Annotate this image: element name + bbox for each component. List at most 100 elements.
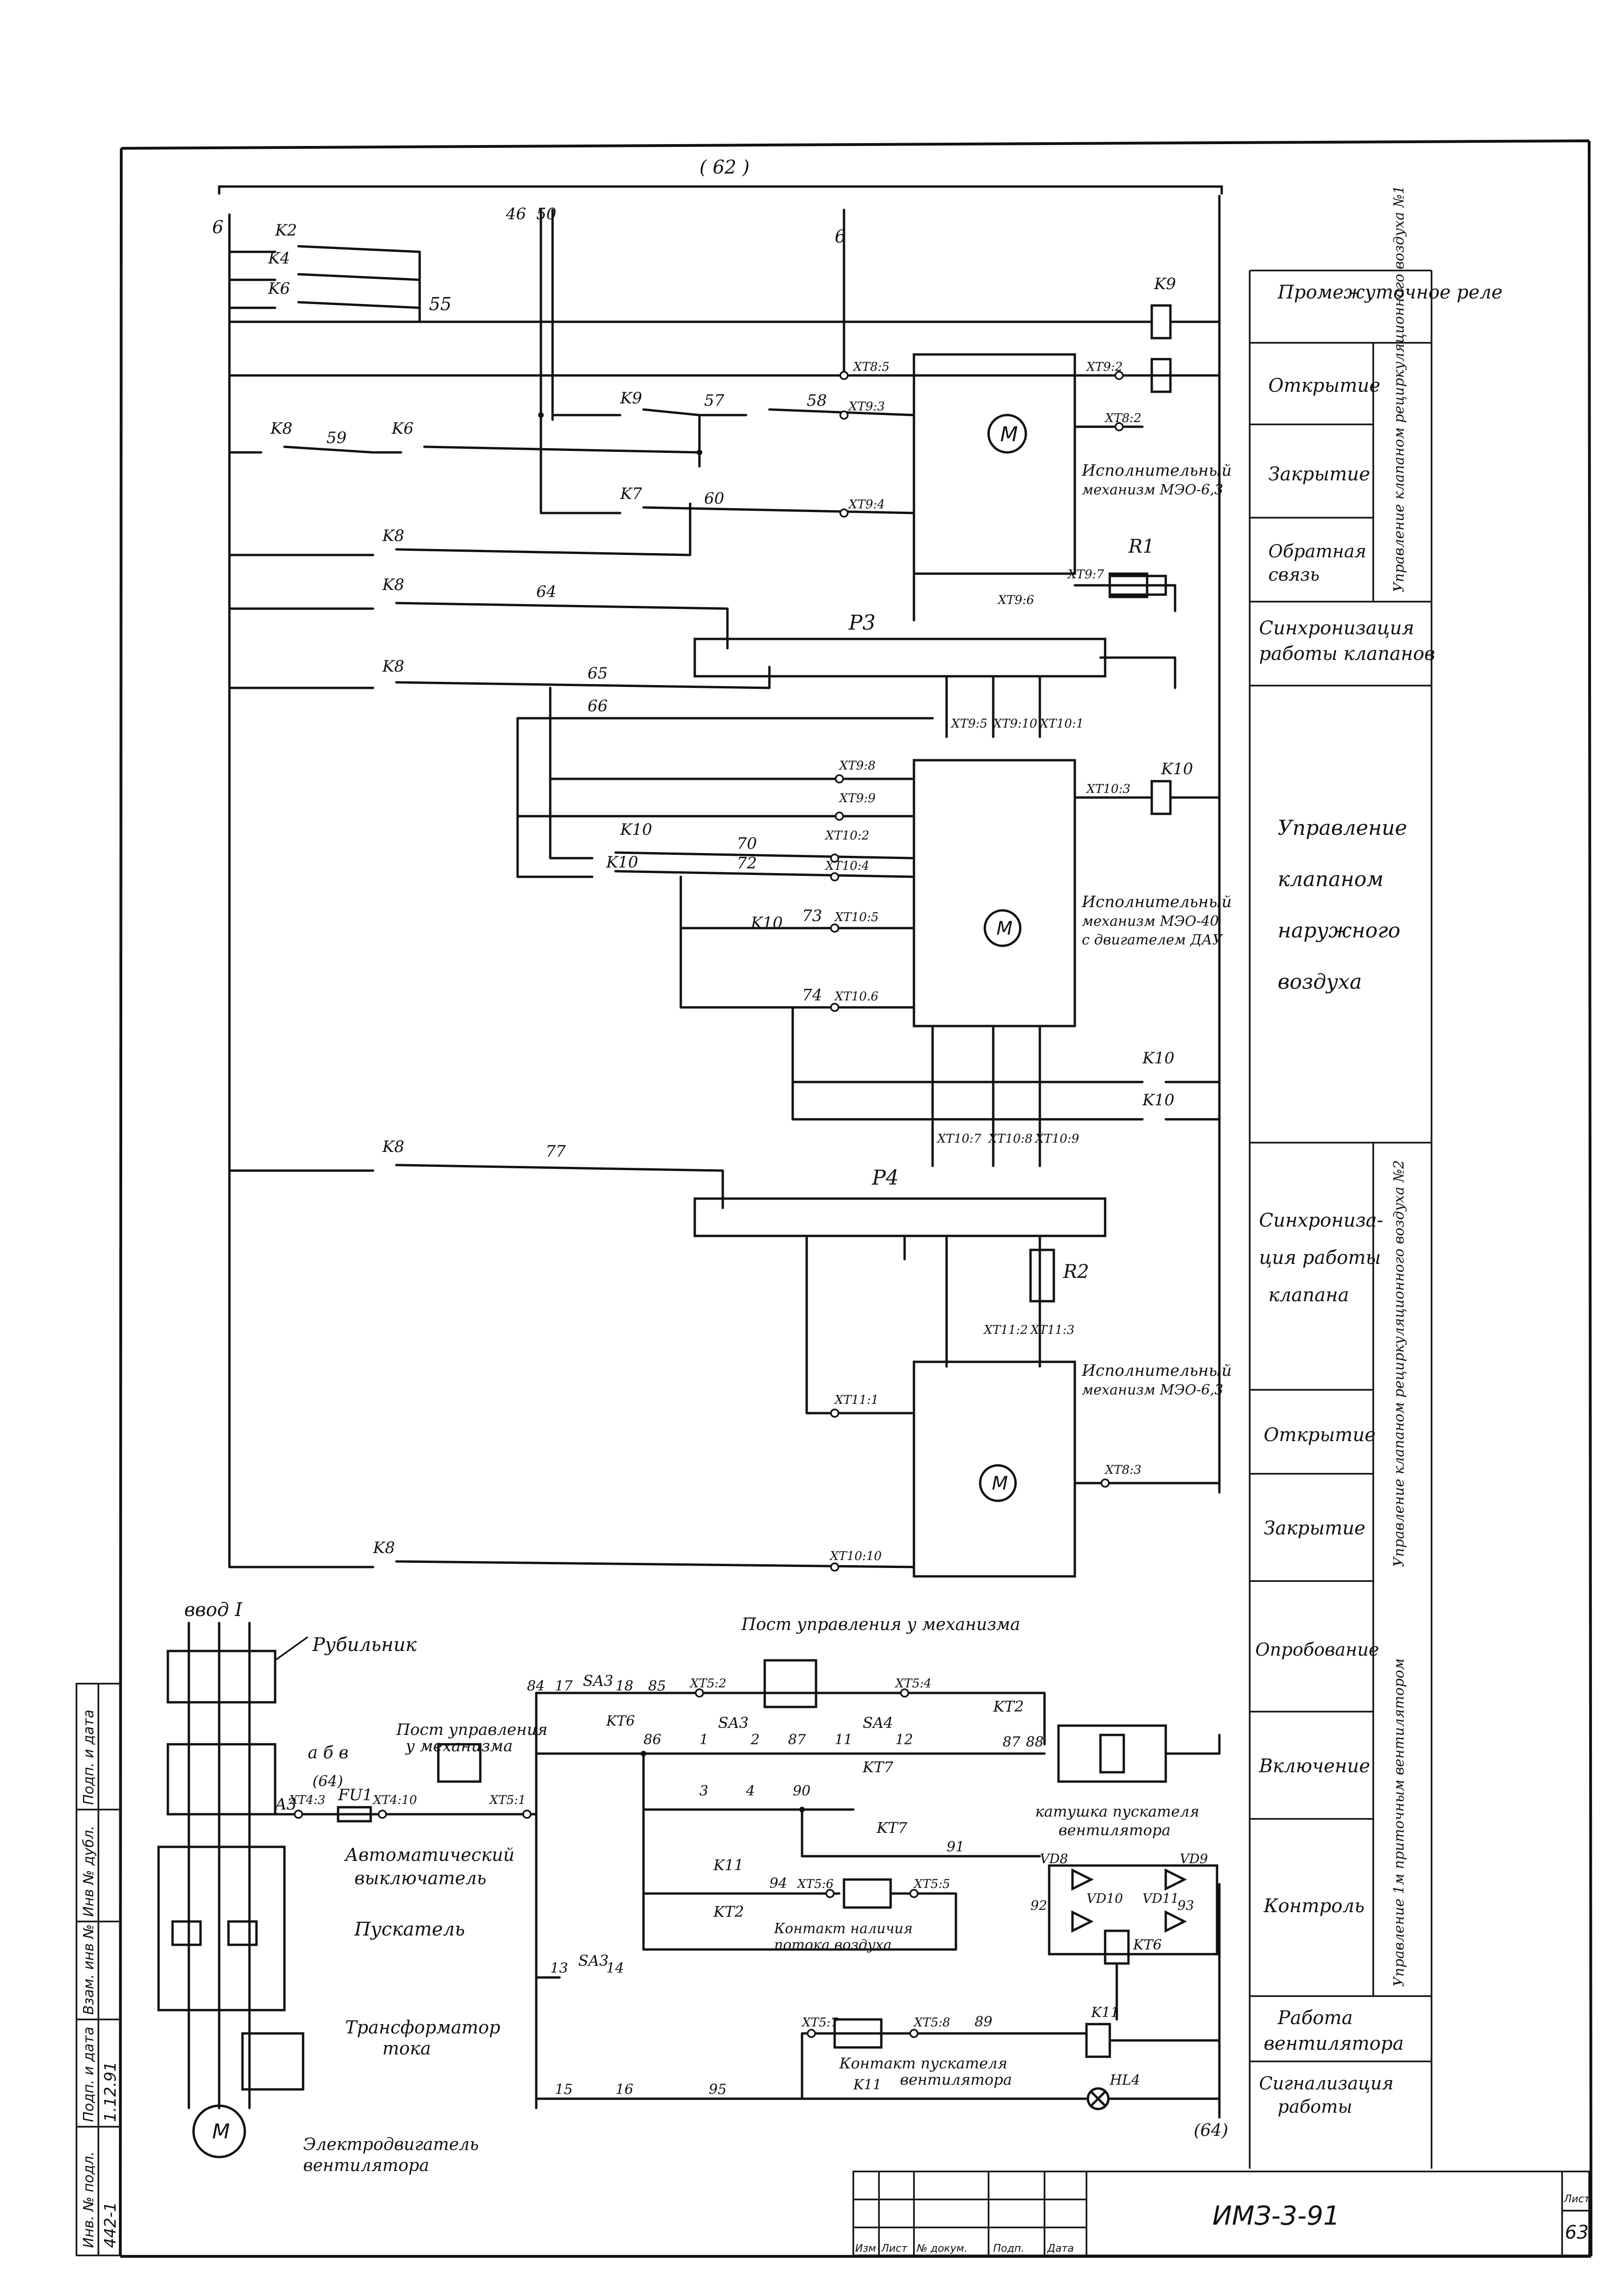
r2-label: R2 [1063,1261,1089,1283]
wire-58: 58 [807,391,827,410]
relay-k10-e: K10 [1142,1091,1175,1110]
term-xt5-8: XT5:8 [913,2016,950,2030]
n64-label: (64) [312,1772,343,1790]
wire-60: 60 [704,489,724,508]
stamp-inv: Инв. № подл. [81,2151,97,2248]
r1-label: R1 [1128,536,1155,557]
actuator-2-c: с двигателем ДАУ [1082,932,1224,948]
term-xt9-5: XT9:5 [950,717,988,731]
p4-label: P4 [872,1166,899,1190]
transform-a: Трансформатор [345,2017,500,2038]
actuator-2-a: Исполнительный [1081,893,1232,911]
wire-84: 84 [527,1678,545,1694]
rubilnik-label: Рубильник [312,1634,417,1656]
rc-on: Включение [1259,1755,1370,1777]
relay-k8-d: K8 [382,1138,404,1156]
stamp-dubl: Инв № дубл. [81,1825,97,1917]
wire-66: 66 [588,697,608,715]
rc-close-1: Закрытие [1268,464,1370,485]
rc-sync2-b: ция работы [1259,1247,1381,1269]
sa3-top: SA3 [583,1672,613,1690]
a3-label: A3 [274,1795,297,1814]
stamp-sign2: Подп. и дата [81,1710,97,1805]
wire-88: 87 [1003,1734,1021,1750]
wire-94: 94 [769,1875,787,1892]
rc-sync-a: Синхронизация [1259,617,1414,639]
rc-group-3: Управление 1м приточным вентилятором [1391,1658,1407,1987]
rc-outdoor-a: Управление [1278,816,1407,840]
relay-k8-59: K8 [270,419,292,438]
wire-86: 86 [643,1732,661,1748]
stamp-date: 1.12.91 [101,2061,120,2122]
wire-18: 18 [616,1678,633,1694]
term-xt9-2: XT9:2 [1086,360,1123,374]
term-xt11-3: XT11:3 [1030,1323,1074,1337]
relay-k10-b: K10 [606,853,638,872]
term-xt4-10: XT4:10 [372,1793,417,1807]
right-function-column: Промежуточное реле Открытие Закрытие Обр… [1249,185,1502,2169]
term-xt9-7: XT9:7 [1067,568,1104,582]
actuator-3-b: механизм МЭО-6,3 [1082,1382,1223,1398]
wire-78: 77 [546,1142,566,1161]
relay-k9-contact: K9 [620,389,642,408]
wire-70: 70 [737,834,757,853]
tb-code: ИМЗ-3-91 [1212,2201,1340,2231]
wire-95: 95 [709,2081,726,2098]
wire-64: 64 [536,583,556,601]
term-xt11-2: XT11:2 [983,1323,1028,1337]
term-xt9-8: XT9:8 [838,759,876,773]
wire-73: 73 [802,907,822,925]
stamp-vzam: Взам. инв № [81,1924,97,2015]
term-xt10-7: XT10:7 [936,1132,982,1146]
tb-col-doc: № докум. [916,2243,967,2254]
rc-group-1: Управление клапаном рециркуляционного во… [1391,185,1407,592]
pin-4: 4 [746,1783,755,1799]
bottom-ref-label: (64) [1194,2121,1228,2140]
rc-control: Контроль [1263,1895,1364,1917]
tb-sheet-no: 63 [1565,2222,1589,2243]
relay-k2: K2 [275,221,297,240]
relay-kt7-b: KT7 [876,1819,907,1837]
actuator-1-a: Исполнительный [1081,461,1232,480]
wire-92: 92 [1031,1898,1047,1913]
wire-90: 90 [793,1783,810,1799]
term-xt5-5: XT5:5 [913,1877,950,1891]
motor3-label: M [992,1473,1008,1494]
relay-k10-d: K10 [1142,1049,1175,1068]
tb-sheet-label: Лист [1563,2193,1591,2205]
rc-close-2: Закрытие [1264,1518,1365,1539]
pin-13: 13 [550,1960,568,1977]
terminal-nodes [294,371,1124,2038]
rc-sync-b: работы клапанов [1259,643,1435,665]
vvod-label: ввод I [184,1599,243,1621]
rc-outdoor-b: клапаном [1278,867,1384,891]
term-xt9-3: XT9:3 [848,400,885,414]
term-xt5-1: XT5:1 [489,1793,526,1807]
relay-kt6-coil: KT6 [1133,1937,1162,1953]
term-xt5-2: XT5:2 [689,1677,726,1691]
fan-motor-label: M [212,2120,230,2143]
relay-k10-coil: K10 [1161,760,1193,778]
sa4-label: SA4 [863,1714,893,1732]
tb-col-list: Лист [881,2243,908,2254]
vd9-label: VD9 [1180,1851,1208,1866]
term-xt10-5: XT10:5 [834,910,879,924]
dvig-b: вентилятора [303,2156,429,2175]
relay-k9-coil: K9 [1154,275,1176,293]
rc-feedback-a: Обратная [1268,541,1366,562]
wire-6-left: 6 [212,217,223,237]
term-xt10-1: XT10:1 [1039,717,1084,731]
fu1-label: FU1 [338,1786,373,1804]
wire-46: 46 [505,205,526,223]
term-xt10-3: XT10:3 [1086,782,1130,796]
term-xt10-2: XT10:2 [824,829,869,843]
post-upr-mech: Пост управления у механизма [741,1615,1020,1634]
pin-11: 11 [835,1732,852,1748]
pin-1: 1 [699,1732,708,1748]
tb-col-sign: Подп. [993,2243,1024,2254]
term-xt5-4: XT5:4 [894,1677,932,1691]
katushka-b: вентилятора [1058,1821,1170,1839]
relay-k10-a: K10 [620,820,652,839]
kontakt-nal-a: Контакт наличия [774,1921,913,1937]
rc-outdoor-d: воздуха [1278,970,1362,994]
